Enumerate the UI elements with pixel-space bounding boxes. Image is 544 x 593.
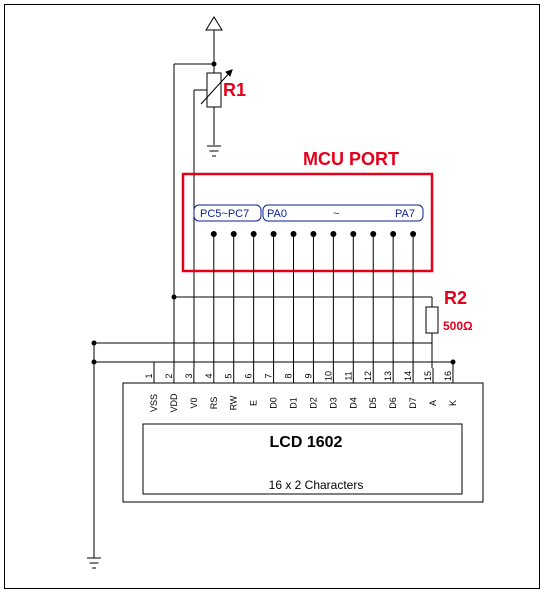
- lcd-pin-number: 11: [343, 371, 353, 380]
- port-wires: [210, 231, 417, 368]
- lcd-pin-name: D2: [308, 397, 318, 409]
- junction-dot: [450, 359, 456, 365]
- lcd-pin-number: 3: [184, 373, 194, 378]
- port-pin-dot: [330, 231, 337, 237]
- port-pin-dot: [390, 231, 397, 237]
- lcd-pin-number: 1: [144, 373, 154, 378]
- lcd-pin-number: 16: [443, 371, 453, 381]
- port-pin-dot: [370, 231, 377, 237]
- lcd-pin-number: 2: [164, 373, 174, 378]
- junction-dot: [91, 359, 97, 365]
- port-pin-dot: [350, 231, 357, 237]
- junction-dot: [91, 340, 97, 346]
- lcd-subtitle: 16 x 2 Characters: [269, 478, 364, 492]
- lcd-pin-number: 14: [403, 371, 413, 381]
- r1-label: R1: [223, 80, 246, 100]
- lcd-pin-name: RW: [229, 395, 239, 410]
- lcd-title: LCD 1602: [270, 434, 343, 451]
- lcd-pin-name: VSS: [149, 394, 159, 412]
- ground-icon: [87, 557, 101, 569]
- junction-dot: [171, 294, 177, 300]
- lcd-pin-name: D5: [368, 397, 378, 409]
- lcd-pin-number: 4: [204, 373, 214, 378]
- vcc-arrow-icon: [205, 16, 223, 64]
- r2-resistor: [425, 306, 439, 368]
- lcd-module: [122, 382, 484, 503]
- bus-label-pa-sep: ~: [333, 208, 339, 220]
- port-pin-dot: [250, 231, 257, 237]
- lcd-pin-name: D1: [289, 397, 299, 409]
- lcd-pin-number: 10: [323, 371, 333, 381]
- lcd-pin-name: D6: [388, 397, 398, 409]
- r2-value: 500Ω: [443, 319, 473, 333]
- port-pin-dot: [270, 231, 277, 237]
- vdd-wire: [173, 63, 433, 368]
- port-pin-dot: [230, 231, 237, 237]
- lcd-pin-name: K: [448, 400, 458, 406]
- lcd-pin-name: D0: [269, 397, 279, 409]
- outer-frame: [4, 4, 540, 589]
- ground-icon: [207, 145, 221, 157]
- port-pin-dot: [210, 231, 217, 237]
- port-pin-dot: [310, 231, 317, 237]
- bus-label-pa: [262, 204, 424, 222]
- lcd-pin-number: 6: [244, 373, 254, 378]
- r2-label: R2: [444, 288, 467, 308]
- bus-label-pc-text: PC5~PC7: [200, 208, 249, 220]
- bus-label-pa-end: PA7: [395, 208, 415, 220]
- lcd-screen: [142, 423, 463, 495]
- lcd-pin-name: RS: [209, 397, 219, 410]
- mcu-port-box: [181, 172, 434, 273]
- lcd-pin-name: V0: [189, 397, 199, 408]
- lcd-pin-name: D3: [328, 397, 338, 409]
- lcd-pin-number: 15: [423, 371, 433, 381]
- lcd-pin-number: 9: [303, 373, 313, 378]
- lcd-pin-name: D4: [348, 397, 358, 409]
- port-pin-dot: [290, 231, 297, 237]
- port-pin-dot: [410, 231, 417, 237]
- r1-potentiometer: [193, 64, 233, 368]
- lcd-pin-number: 12: [363, 371, 373, 381]
- lcd-pin-number: 7: [264, 373, 274, 378]
- lcd-pin-number: 8: [284, 373, 294, 378]
- ground-rail: [93, 342, 454, 558]
- lcd-pin-number: 13: [383, 371, 393, 381]
- bus-label-pc: [193, 204, 262, 222]
- lcd-pin-name: VDD: [169, 393, 179, 413]
- lcd-pin-name: A: [428, 400, 438, 406]
- mcu-port-title: MCU PORT: [303, 149, 399, 169]
- lcd-pin-number: 5: [224, 373, 234, 378]
- lcd-pin-name: E: [249, 400, 259, 406]
- bus-label-pa-start: PA0: [267, 208, 287, 220]
- lcd-pin-name: D7: [408, 397, 418, 409]
